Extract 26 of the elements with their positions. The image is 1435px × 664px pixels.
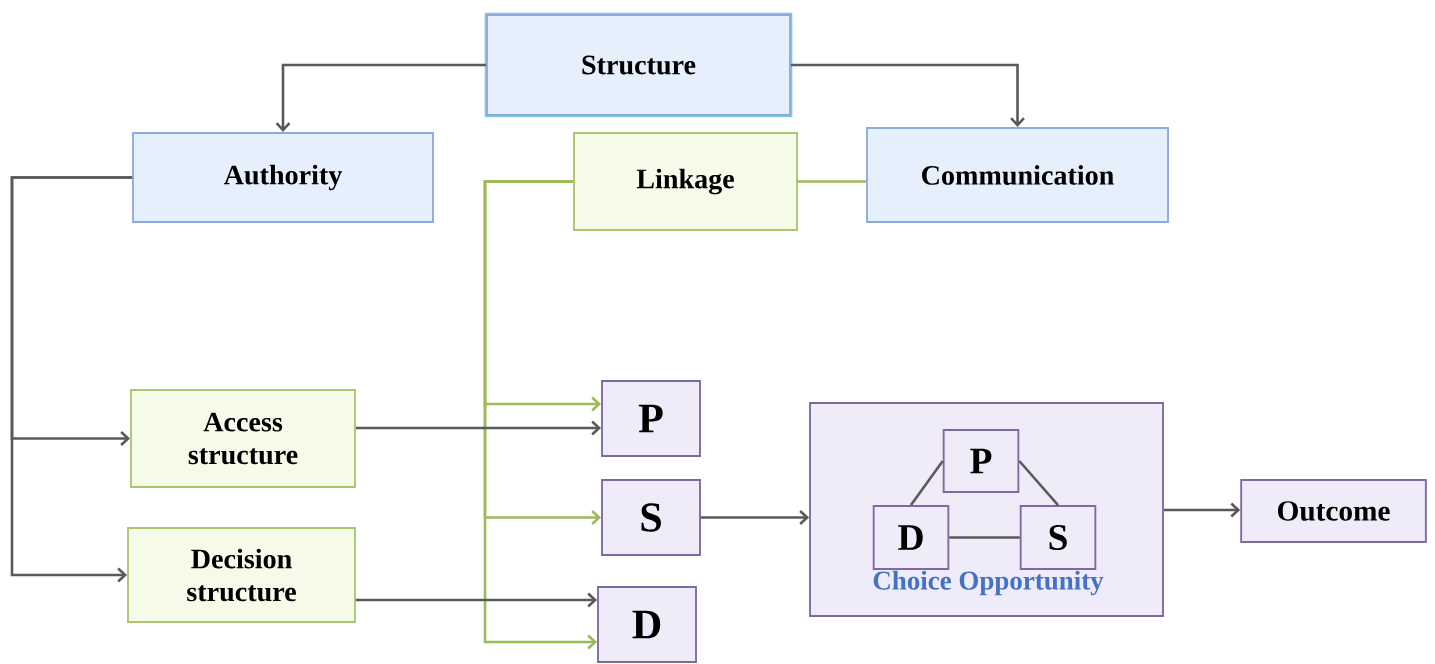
process-box: P (942, 429, 1020, 493)
process-box: Structure (484, 12, 793, 118)
arrow (700, 510, 810, 525)
process-box: Communication (866, 127, 1169, 223)
process-box: S (1019, 505, 1097, 570)
arrow (1163, 502, 1241, 518)
connector-line (797, 180, 867, 183)
arrow (10, 176, 133, 583)
arrow (275, 63, 487, 133)
process-box: Authority (132, 132, 434, 223)
process-box: Decision structure (127, 527, 356, 623)
process-box: Outcome (1240, 479, 1427, 543)
arrow (483, 180, 598, 650)
process-box: S (601, 479, 701, 556)
arrow (355, 420, 602, 436)
process-box: D (872, 505, 950, 570)
process-box: P (601, 380, 701, 457)
process-box: Access structure (130, 389, 356, 488)
connector-line (909, 460, 944, 506)
process-box: Linkage (573, 132, 798, 231)
box-heading: Choice Opportunity (873, 570, 1104, 596)
connector-line (1018, 460, 1059, 506)
process-box: D (597, 586, 697, 663)
arrow (790, 63, 1025, 128)
arrow (355, 592, 598, 608)
connector-line (949, 536, 1020, 539)
